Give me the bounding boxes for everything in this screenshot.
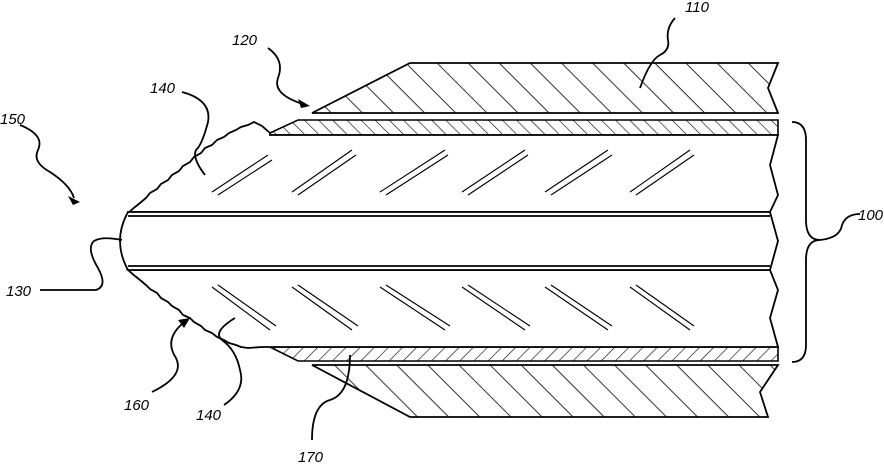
arrowhead-120 (298, 99, 310, 108)
leader-120 (268, 48, 306, 105)
leader-160 (152, 324, 182, 392)
label-160: 160 (124, 397, 150, 414)
leader-130 (40, 238, 122, 290)
leader-150 (20, 125, 74, 198)
label-140-bottom: 140 (196, 407, 222, 424)
label-100: 100 (858, 207, 884, 224)
label-150: 150 (0, 111, 26, 128)
label-140-top: 140 (150, 80, 176, 97)
bracket-100 (792, 122, 820, 362)
outer-sheath-bottom (312, 365, 778, 417)
label-170: 170 (298, 449, 324, 465)
label-130: 130 (6, 283, 32, 300)
central-lumen (120, 212, 778, 270)
thin-layer-top (270, 120, 778, 135)
thin-layer-bottom (270, 347, 778, 361)
fiber-bundle-lower (128, 270, 778, 348)
label-110: 110 (685, 0, 710, 16)
outer-sheath-top (312, 63, 778, 113)
leader-100 (820, 214, 860, 240)
label-120: 120 (232, 32, 258, 49)
fiber-bundle-upper (128, 122, 778, 213)
